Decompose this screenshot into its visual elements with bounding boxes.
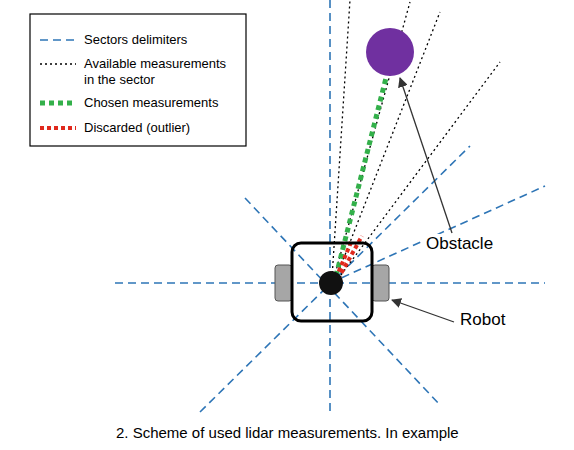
leader-line <box>400 78 452 233</box>
callout-label: Obstacle <box>424 234 495 254</box>
legend-box <box>30 14 246 146</box>
legend-sample <box>40 101 76 106</box>
robot <box>275 243 389 321</box>
legend-text: Discarded (outlier) <box>84 120 190 136</box>
available-measurements <box>332 0 500 279</box>
legend-sample <box>40 126 76 130</box>
chosen-measurement <box>336 78 386 276</box>
legend-text: Available measurements in the sector <box>84 56 234 88</box>
obstacle <box>366 28 414 76</box>
legend-sample <box>40 39 76 41</box>
legend-sample <box>40 63 76 64</box>
figure-caption: 2. Scheme of used lidar measurements. In… <box>116 424 459 441</box>
legend-text: Chosen measurements <box>84 95 218 111</box>
leader-line <box>392 300 454 322</box>
legend-text: Sectors delimiters <box>84 32 187 48</box>
callout-label: Robot <box>458 310 507 330</box>
